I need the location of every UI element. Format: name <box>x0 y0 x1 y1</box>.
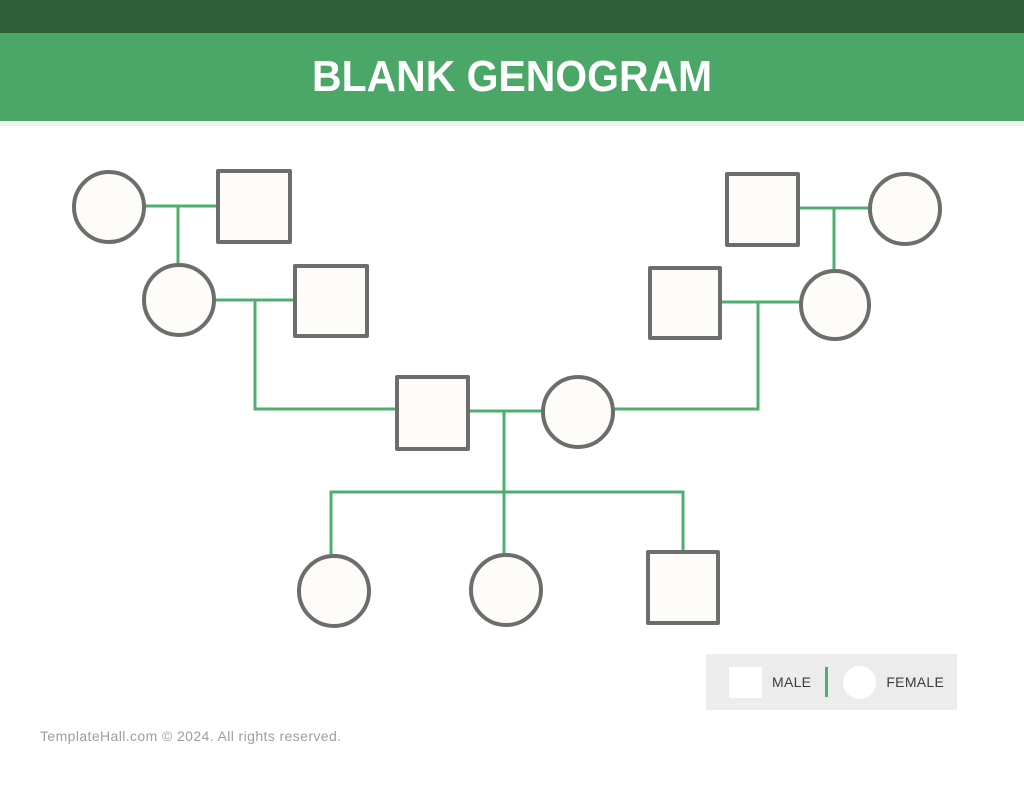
person-node-gen2-right-female <box>799 269 871 341</box>
title-band-shadow <box>0 122 1024 126</box>
legend-male-label: MALE <box>772 674 812 690</box>
footer-copyright: TemplateHall.com © 2024. All rights rese… <box>40 728 342 744</box>
person-node-gen1-left-male <box>216 169 292 244</box>
person-node-gen2-left-female <box>142 263 216 337</box>
legend-female-label: FEMALE <box>886 674 945 690</box>
female-circle-icon <box>843 665 877 699</box>
page-title: BLANK GENOGRAM <box>311 52 713 101</box>
person-node-gen2-left-male <box>293 264 369 338</box>
person-node-mother <box>541 375 615 449</box>
legend-divider <box>825 667 829 697</box>
person-node-gen1-left-female <box>72 170 146 244</box>
legend: MALE FEMALE <box>706 654 957 710</box>
top-bar <box>0 0 1024 33</box>
person-node-child-2-female <box>469 553 543 627</box>
person-node-child-3-male <box>646 550 720 625</box>
person-node-gen2-right-male <box>648 266 722 340</box>
person-node-father <box>395 375 470 451</box>
person-node-gen1-right-male <box>725 172 800 247</box>
person-node-child-1-female <box>297 554 371 628</box>
person-node-gen1-right-female <box>868 172 942 246</box>
male-square-icon <box>729 666 762 698</box>
title-band: BLANK GENOGRAM <box>0 33 1024 121</box>
